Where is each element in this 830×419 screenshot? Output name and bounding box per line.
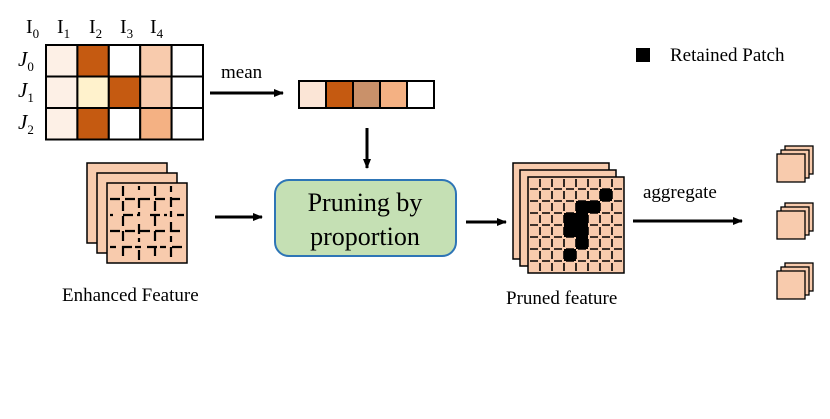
enhanced-feature-label: Enhanced Feature	[62, 285, 199, 306]
retained-patch	[576, 213, 588, 225]
aggregated-stack-2	[776, 202, 814, 240]
matrix-cell	[107, 75, 142, 109]
row-header-1: J1	[18, 78, 34, 105]
matrix-row-headers: J0 J1 J2	[18, 47, 34, 137]
col-header-0: I0	[26, 16, 39, 41]
matrix-column-headers: I0 I1 I2 I3 I4	[26, 16, 164, 41]
pruning-box-line1: Pruning by	[308, 188, 423, 217]
pruned-feature-label: Pruned feature	[506, 288, 617, 309]
mean-vector-cell	[352, 80, 381, 109]
retained-patch	[588, 201, 600, 213]
mean-vector-cell	[298, 80, 327, 109]
col-header-4: I4	[150, 16, 164, 41]
legend-swatch	[636, 48, 650, 62]
matrix-cell	[139, 75, 173, 109]
pruning-box-line2: proportion	[310, 222, 420, 251]
matrix-cell	[107, 107, 142, 141]
retained-patch	[576, 201, 588, 213]
retained-patch	[564, 249, 576, 261]
feature-grid-marks	[110, 186, 184, 260]
retained-patch	[564, 225, 576, 237]
matrix-cell	[45, 107, 79, 141]
col-header-1: I1	[57, 16, 70, 41]
legend: Retained Patch	[636, 45, 785, 66]
retained-patch	[564, 213, 576, 225]
attention-matrix	[45, 44, 205, 141]
matrix-cell	[76, 107, 110, 141]
matrix-cell	[45, 75, 79, 109]
col-header-3: I3	[120, 16, 133, 41]
retained-patch	[576, 225, 588, 237]
matrix-cell	[76, 75, 110, 109]
enhanced-feature-stack	[86, 162, 188, 264]
pruned-feature-grid	[527, 176, 625, 274]
legend-label: Retained Patch	[670, 45, 785, 66]
row-header-0: J0	[18, 47, 34, 74]
col-header-2: I2	[89, 16, 102, 41]
aggregated-stack-1	[776, 145, 814, 183]
feature-layer-front	[106, 182, 188, 264]
aggregate-label: aggregate	[643, 182, 717, 203]
matrix-cell	[76, 44, 110, 78]
retained-patch	[576, 237, 588, 249]
aggregated-tokens	[776, 145, 814, 300]
pruning-box: Pruning by proportion	[274, 179, 457, 257]
pruning-box-frame	[274, 179, 457, 257]
matrix-cell	[170, 44, 205, 78]
matrix-cell	[139, 44, 173, 78]
mean-vector-cell	[406, 80, 435, 109]
retained-patch	[600, 189, 612, 201]
mean-vector-cell	[325, 80, 354, 109]
aggregated-stack-3	[776, 262, 814, 300]
matrix-cell	[170, 107, 205, 141]
mean-vector	[298, 80, 435, 109]
matrix-cell	[139, 107, 173, 141]
matrix-cell	[107, 44, 142, 78]
matrix-cell	[170, 75, 205, 109]
mean-label: mean	[221, 62, 263, 83]
mean-vector-cell	[379, 80, 408, 109]
row-header-2: J2	[18, 110, 34, 137]
matrix-cell	[45, 44, 79, 78]
pruned-feature-stack	[512, 162, 625, 274]
